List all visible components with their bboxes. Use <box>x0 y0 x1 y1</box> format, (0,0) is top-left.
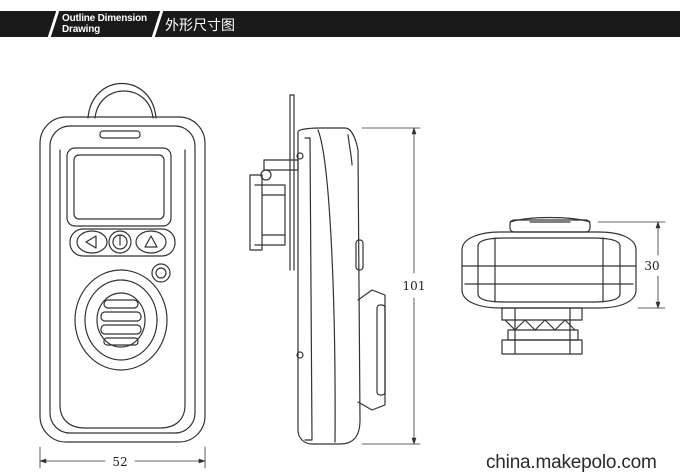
display-bezel <box>66 147 172 227</box>
side-sensor-cap <box>376 304 386 396</box>
clip-spring-plate <box>249 174 263 251</box>
sensor-slot <box>103 299 139 309</box>
header-title-en-line2: Drawing <box>62 24 101 35</box>
device-body-inner <box>49 125 196 434</box>
lanyard-loop <box>87 83 157 119</box>
top-clip-base <box>501 307 583 321</box>
sensor-slot <box>103 337 139 346</box>
top-body-inner <box>477 237 621 303</box>
dim-arrow <box>655 221 661 229</box>
sensor-grille <box>96 292 146 348</box>
header-title-en: Outline Dimension Drawing <box>62 13 162 35</box>
button-panel <box>69 228 176 257</box>
power-button <box>108 230 132 254</box>
left-button <box>76 230 108 254</box>
dim-depth-label: 30 <box>644 259 659 273</box>
top-view: 30 <box>461 216 666 355</box>
header-bar <box>0 11 680 37</box>
indicator-ring <box>151 263 171 283</box>
dim-arrow <box>198 458 206 464</box>
right-button <box>135 230 167 254</box>
device-face-edge <box>59 149 186 429</box>
side-screw-icon <box>296 152 304 160</box>
side-contour <box>317 129 336 443</box>
side-button <box>355 239 364 271</box>
dim-arrow <box>411 127 417 135</box>
watermark: china.makepolo.com <box>486 452 657 473</box>
dim-height-label: 101 <box>403 279 426 293</box>
header-title-en-line1: Outline Dimension <box>62 13 147 24</box>
side-sensor-housing <box>357 289 386 411</box>
top-body-outline-hidden <box>468 236 630 298</box>
front-view: 52 <box>39 83 206 469</box>
clip-arm <box>254 184 286 246</box>
display-screen <box>73 154 165 220</box>
left-arrow-icon <box>85 235 97 249</box>
indicator-light-icon <box>155 267 167 279</box>
side-view: 101 <box>249 94 426 445</box>
top-body-outer <box>461 231 637 309</box>
lanyard-loop-inner <box>94 90 154 119</box>
clip-hinge <box>263 159 299 171</box>
top-clip-spring <box>504 319 576 331</box>
sensor-slot <box>100 311 142 322</box>
top-clip-bar <box>507 329 579 341</box>
up-arrow-icon <box>144 235 158 248</box>
header-title-zh: 外形尺寸图 <box>165 18 235 34</box>
side-top-edge <box>347 134 353 166</box>
top-clip-bottom <box>501 339 583 355</box>
side-screw-icon <box>296 351 304 359</box>
sensor-middle-ring <box>84 279 158 361</box>
dim-arrow <box>411 437 417 445</box>
device-body-outer <box>39 116 206 443</box>
top-slot <box>99 130 141 139</box>
dim-arrow <box>655 301 661 309</box>
sensor-outer-ring <box>74 269 168 371</box>
sensor-slot <box>100 324 142 335</box>
dim-width-label: 52 <box>112 455 127 469</box>
side-body-outer <box>297 127 361 445</box>
power-icon <box>112 234 128 250</box>
dim-arrow <box>39 458 47 464</box>
side-back-edge <box>304 137 313 441</box>
